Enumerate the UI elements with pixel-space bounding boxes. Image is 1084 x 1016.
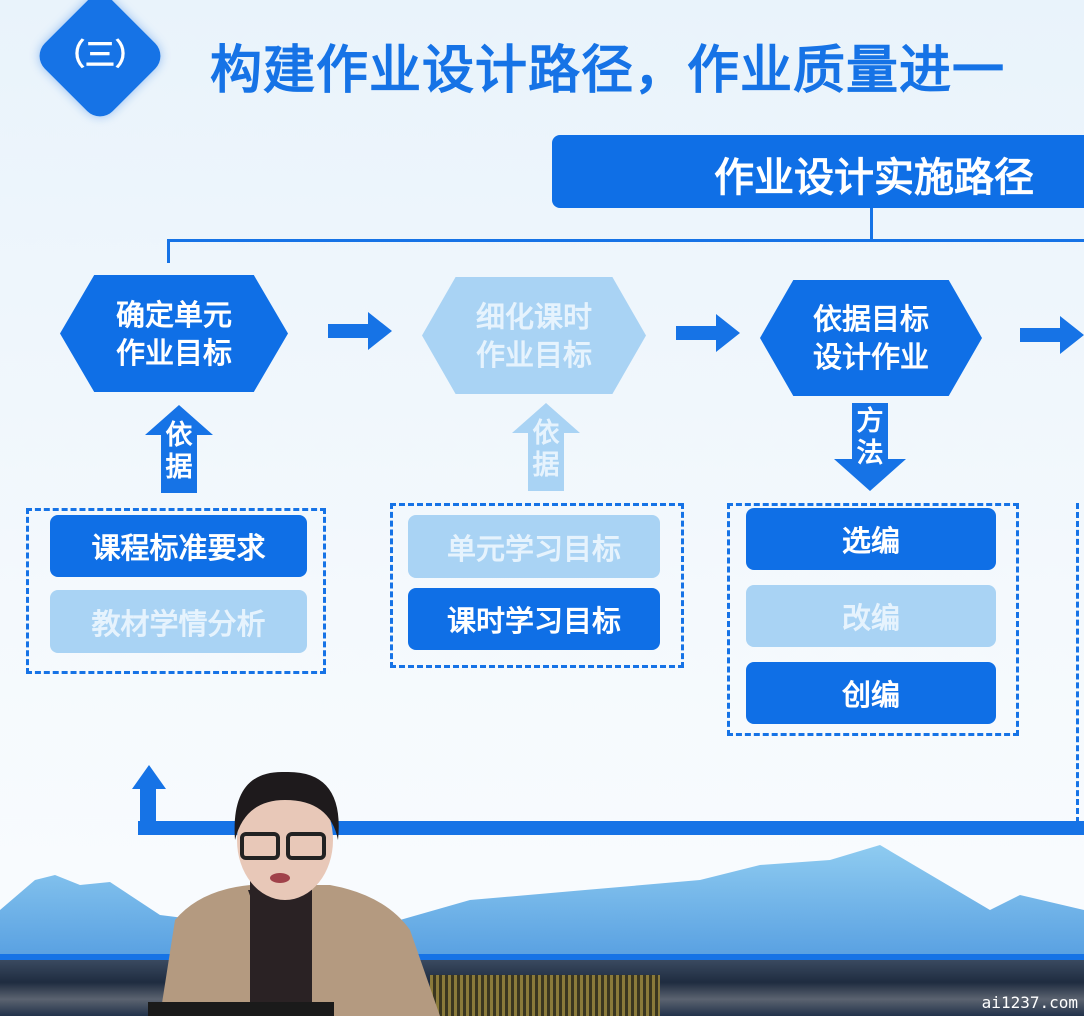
section-badge-label: （三） [55,38,145,73]
right-arrow-icon [1020,316,1084,354]
mountain-background [0,845,1084,960]
step-text: 作业目标 [115,335,232,370]
feedback-line [138,821,1084,835]
item-box: 课程标准要求 [50,515,307,577]
speaker-person [148,771,440,1016]
step-1-hexagon: 确定单元作业目标 [60,275,288,392]
up-arrow-icon [145,405,213,493]
item-box: 课时学习目标 [408,588,660,650]
item-box: 选编 [746,508,996,570]
up-arrowhead-icon [132,765,166,789]
item-box: 教材学情分析 [50,590,307,653]
step-text: 依据目标 [812,302,929,336]
diagram-header: 作业设计实施路径 [552,135,1084,208]
group-4-box-edge [1076,503,1079,823]
step-text: 设计作业 [812,340,929,374]
right-arrow-icon [676,314,740,352]
step-3-hexagon: 依据目标设计作业 [760,280,982,396]
group-1-box [26,508,326,674]
item-box: 单元学习目标 [408,515,660,578]
connector-line [870,208,873,242]
group-3-box [727,503,1019,736]
step-2-hexagon: 细化课时作业目标 [422,277,646,394]
basis-label: 依据 [532,418,560,481]
down-arrow-icon [834,403,906,491]
item-box: 创编 [746,662,996,724]
item-box: 改编 [746,585,996,647]
method-label: 方法 [856,406,884,469]
slide-title: 构建作业设计路径，作业质量进一 [210,41,1006,101]
step-text: 确定单元 [115,297,232,332]
step-text: 细化课时 [475,299,592,334]
watermark: ai1237.com [981,993,1078,1012]
group-2-box [390,503,684,668]
desk-panel [430,975,660,1016]
feedback-line [140,785,156,835]
connector-line [167,239,1084,242]
right-arrow-icon [328,312,392,350]
connector-line [167,239,170,263]
up-arrow-icon [512,403,580,491]
basis-label: 依据 [165,420,193,483]
step-text: 作业目标 [475,337,592,372]
